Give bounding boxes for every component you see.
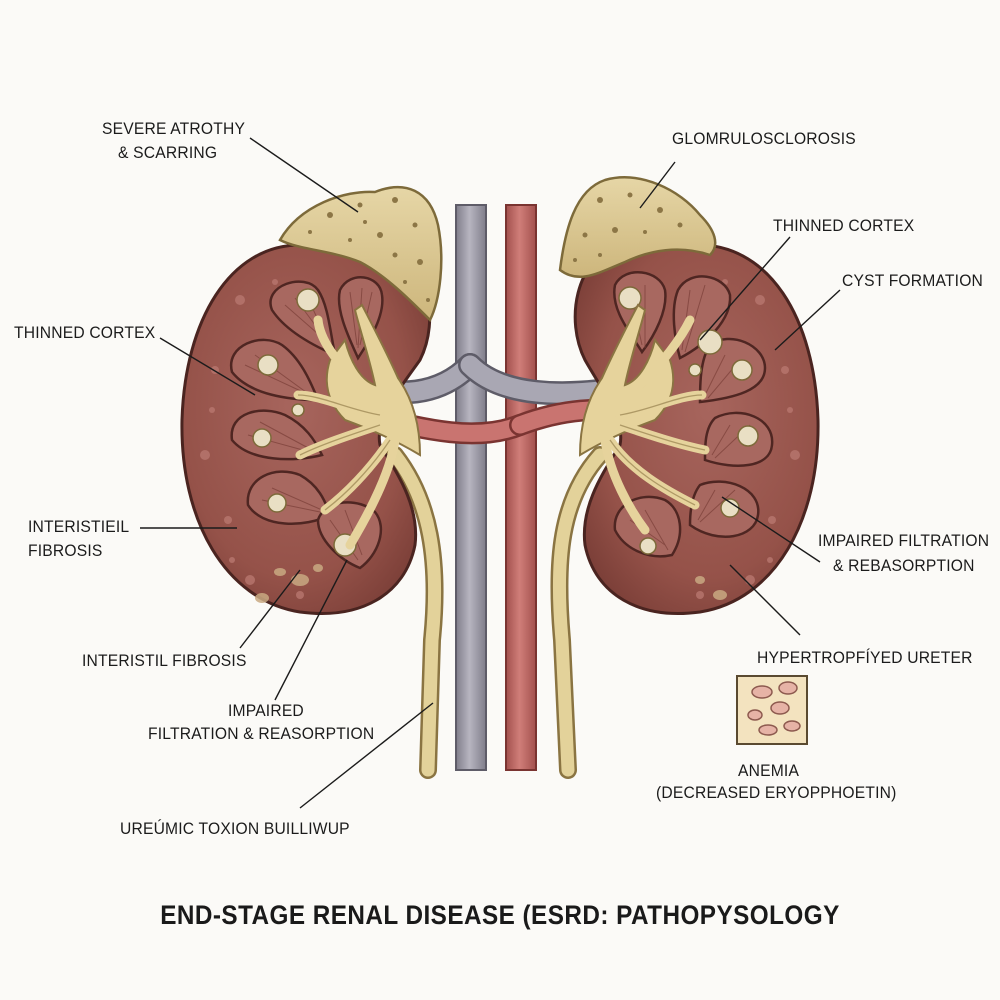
label-cyst-formation: CYST FORMATION <box>842 271 984 290</box>
label-impaired-left-line2: FILTRATION & REASORPTION <box>148 724 375 743</box>
label-anemia-line1: ANEMIA <box>738 761 800 780</box>
label-interstitial-fibrosis-left-line2: FIBROSIS <box>28 541 103 560</box>
label-thinned-cortex-left: THINNED CORTEX <box>14 323 156 342</box>
aorta <box>505 204 537 771</box>
left-kidney <box>180 185 443 615</box>
label-anemia-line2: (DECREASED ERYOPPHOETIN) <box>656 783 897 802</box>
right-kidney <box>558 176 820 615</box>
label-impaired-left-line1: IMPAIRED <box>228 701 304 720</box>
leader-lines <box>140 137 841 809</box>
diagram-title: END-STAGE RENAL DISEASE (ESRD: PATHOPYSO… <box>160 900 840 930</box>
inferior-vena-cava <box>455 204 487 771</box>
anemia-inset <box>736 675 808 745</box>
label-uremic-toxin: UREÚMIC TOXION BUILLIWUP <box>120 819 350 838</box>
label-severe-atrophy-line1: SEVERE ATROTHY <box>102 119 246 138</box>
label-impaired-right-line1: IMPAIRED FILTRATION <box>818 531 990 550</box>
label-interstitial-fibrosis-left-line1: INTERISTIEIL <box>28 517 130 536</box>
label-glomerulosclerosis: GLOMRULOSCLOROSIS <box>672 129 856 148</box>
label-interstitial-fibrosis-lower: INTERISTIL FIBROSIS <box>82 651 247 670</box>
label-hypertrophied-ureter: HYPERTROPFÍYED URETER <box>757 648 973 667</box>
label-severe-atrophy-line2: & SCARRING <box>118 143 218 162</box>
label-thinned-cortex-right: THINNED CORTEX <box>773 216 915 235</box>
label-impaired-right-line2: & REBASORPTION <box>833 556 975 575</box>
